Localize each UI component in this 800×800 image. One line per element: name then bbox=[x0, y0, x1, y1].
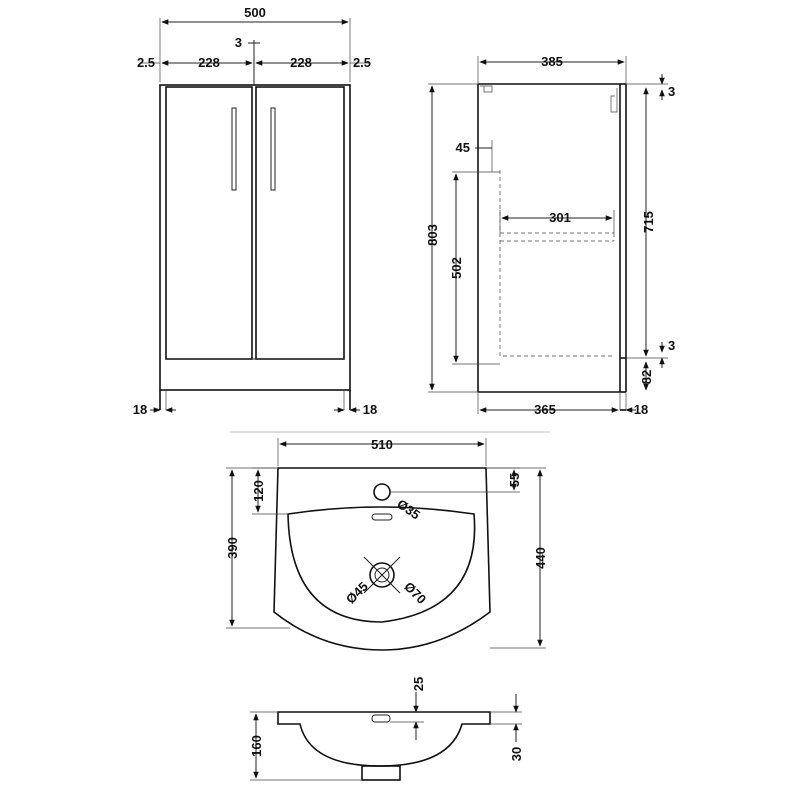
dim-section-top: 25 bbox=[411, 677, 426, 691]
dim-basin-depth-right: 440 bbox=[533, 547, 548, 569]
dim-basin-tap-hole-dia: Ø35 bbox=[394, 496, 423, 522]
basin-section-outline bbox=[277, 711, 491, 767]
basin-bowl bbox=[287, 506, 476, 623]
dim-front-width: 500 bbox=[244, 5, 266, 20]
basin-section-waste bbox=[361, 765, 401, 781]
waste-outer bbox=[369, 562, 395, 588]
basin-outline bbox=[273, 467, 491, 651]
dim-basin-waste-dia: Ø45 bbox=[343, 579, 371, 607]
waste-inner bbox=[374, 567, 390, 583]
dim-side-base-depth: 365 bbox=[534, 402, 556, 417]
dim-side-bottom-gap: 3 bbox=[668, 338, 675, 353]
dim-section-height: 160 bbox=[249, 735, 264, 757]
left-door-handle bbox=[231, 107, 237, 191]
dim-side-overall-height: 803 bbox=[425, 224, 440, 246]
dim-left-margin: 2.5 bbox=[137, 55, 155, 70]
dim-side-shelf-offset: 45 bbox=[456, 140, 470, 155]
dim-side-shelf-depth: 301 bbox=[549, 210, 571, 225]
dim-basin-tap-offset: 120 bbox=[251, 480, 266, 502]
dim-front-left-foot: 18 bbox=[133, 402, 147, 417]
dim-door-gap: 3 bbox=[235, 35, 242, 50]
basin-section: 25 160 30 bbox=[249, 677, 524, 781]
side-view: 385 3 45 301 803 502 715 3 bbox=[425, 54, 675, 417]
dim-side-foot: 18 bbox=[634, 402, 648, 417]
dim-basin-width: 510 bbox=[371, 437, 393, 452]
dim-side-top-gap: 3 bbox=[668, 84, 675, 99]
basin-plan: 510 120 390 55 440 Ø35 Ø45 Ø70 bbox=[225, 437, 548, 651]
dim-basin-tap-hole-offset: 55 bbox=[507, 473, 522, 487]
front-view: 500 3 2.5 228 228 2.5 18 18 bbox=[133, 5, 377, 417]
dim-left-door: 228 bbox=[198, 55, 220, 70]
dim-right-door: 228 bbox=[290, 55, 312, 70]
dim-side-plinth-height: 82 bbox=[639, 370, 654, 384]
right-door bbox=[255, 86, 345, 360]
dim-section-rim: 30 bbox=[509, 747, 524, 761]
dim-basin-outer-dia: Ø70 bbox=[401, 579, 429, 607]
dim-side-depth: 385 bbox=[541, 54, 563, 69]
dim-front-right-foot: 18 bbox=[363, 402, 377, 417]
front-carcass bbox=[159, 84, 351, 391]
right-door-handle bbox=[270, 107, 276, 191]
dim-right-margin: 2.5 bbox=[353, 55, 371, 70]
dim-side-door-height: 715 bbox=[641, 211, 656, 233]
left-door bbox=[165, 86, 253, 360]
tap-hole bbox=[373, 483, 391, 501]
dim-basin-depth-left: 390 bbox=[225, 537, 240, 559]
dim-side-inner-height: 502 bbox=[449, 257, 464, 279]
